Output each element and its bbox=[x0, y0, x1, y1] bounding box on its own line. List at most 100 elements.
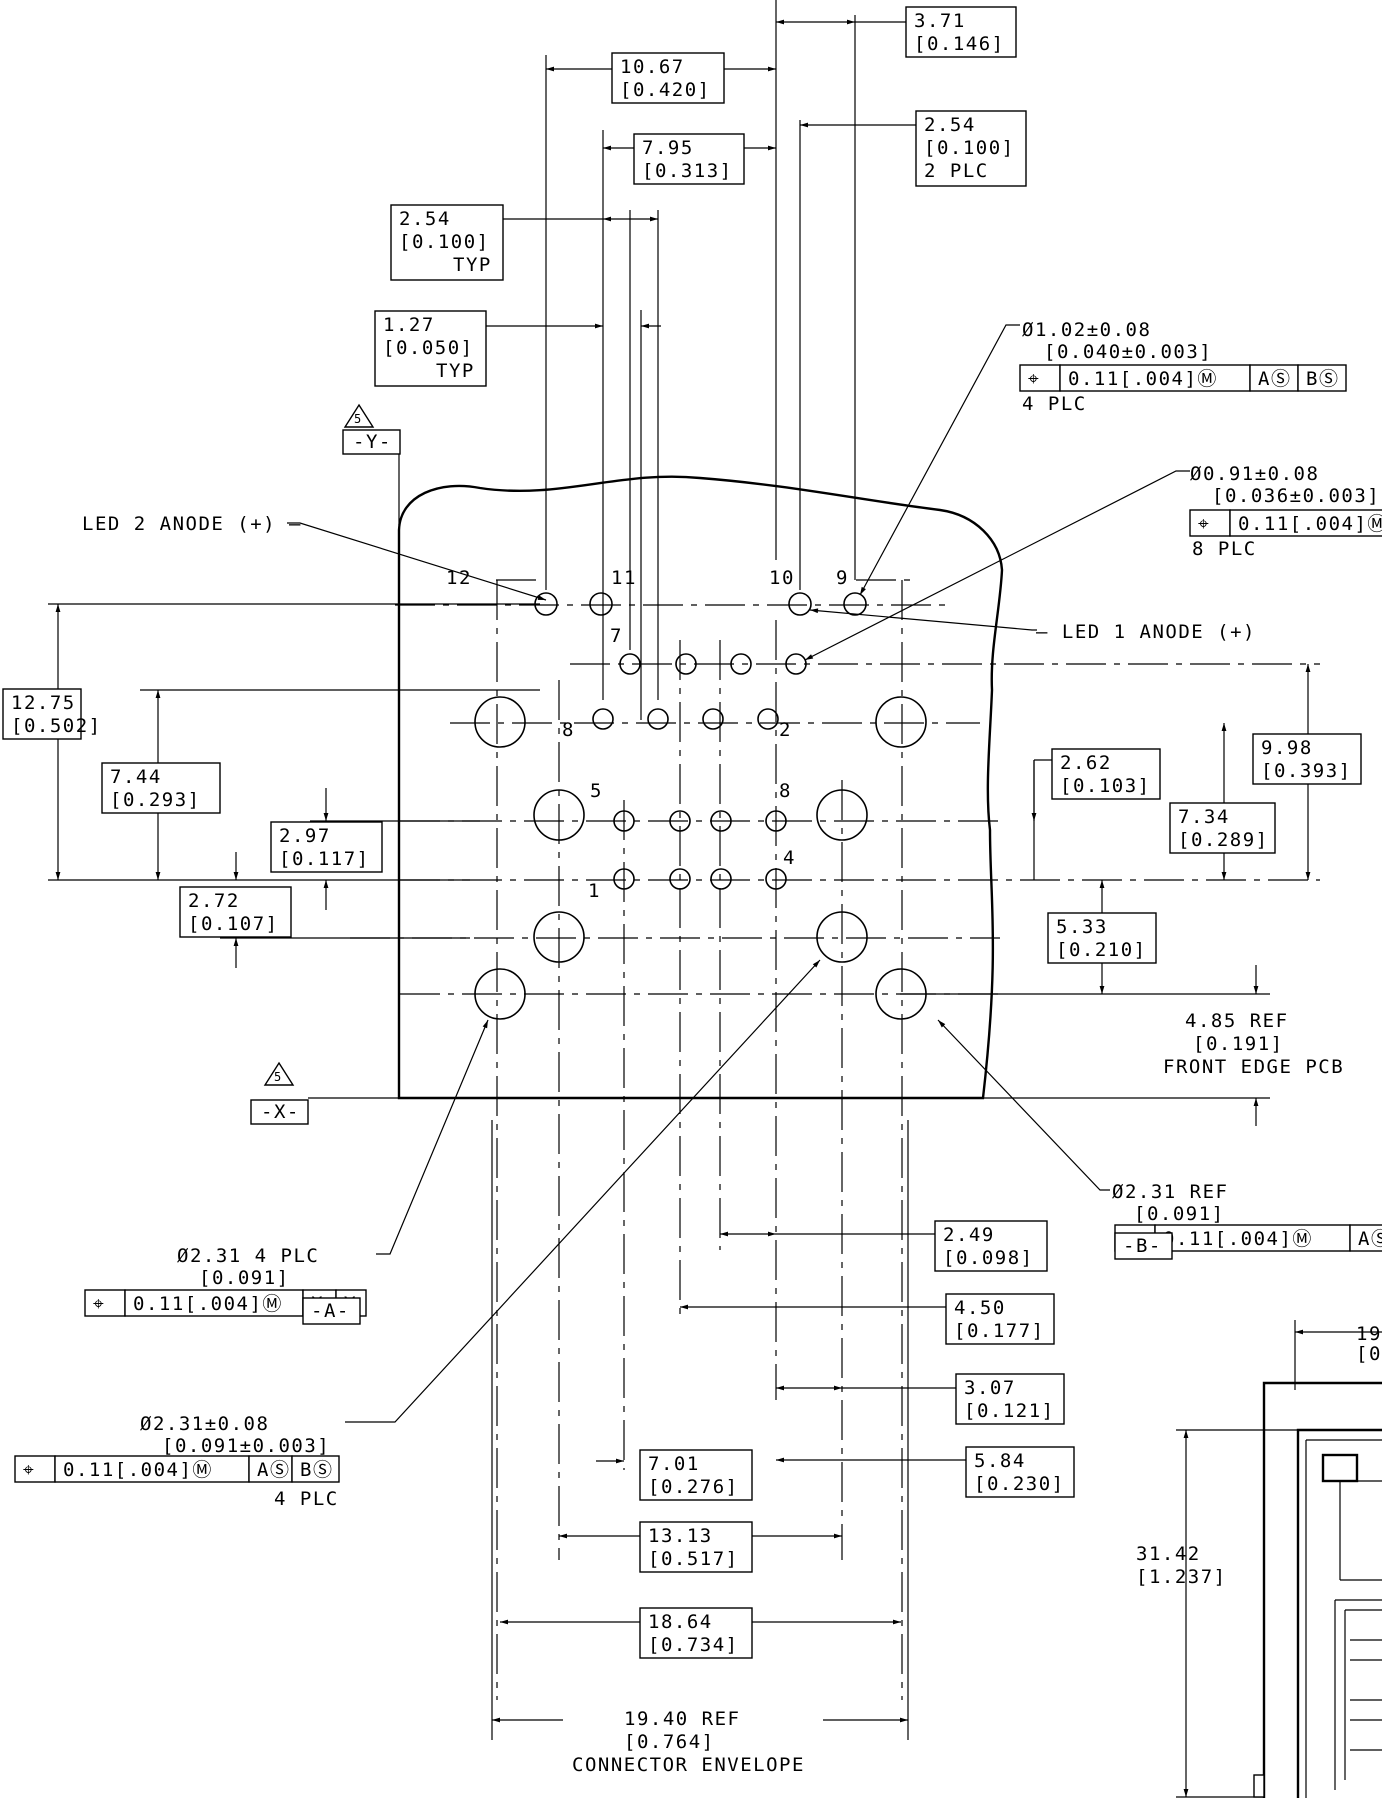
dimension-d254typ: 2.54[0.100]TYP bbox=[390, 204, 504, 281]
dimension-text: [0.117] bbox=[279, 848, 370, 870]
signal-holes bbox=[534, 592, 867, 890]
hole-small bbox=[785, 653, 807, 675]
dimension-text: [0.107] bbox=[188, 913, 279, 935]
dimension-d1275: 12.75[0.502] bbox=[2, 688, 102, 740]
dimension-text: FRONT EDGE PCB bbox=[1163, 1056, 1344, 1078]
led1-anode-label: — LED 1 ANODE (+) bbox=[1036, 621, 1256, 643]
dimension-text: 7.34 bbox=[1178, 806, 1230, 828]
dimension-d3142: 31.42[1.237] bbox=[1136, 1543, 1225, 1588]
dimension-text: 10.67 bbox=[620, 56, 685, 78]
dimension-d1067: 10.67[0.420] bbox=[611, 52, 725, 104]
pin-number: 10 bbox=[769, 567, 795, 589]
reference-r1940: 19.40 REF[0.764]CONNECTOR ENVELOPE bbox=[572, 1708, 803, 1776]
dimension-text: [0.098] bbox=[943, 1247, 1034, 1269]
hole-small bbox=[788, 592, 812, 616]
dimension-d249: 2.49[0.098] bbox=[934, 1220, 1048, 1272]
hole-large bbox=[816, 789, 868, 841]
dimension-d297: 2.97[0.117] bbox=[270, 821, 383, 873]
dimension-text: [0.050] bbox=[383, 337, 474, 359]
hole-large bbox=[875, 696, 927, 748]
fcf-cell: 0.11[.004]Ⓜ bbox=[1163, 1228, 1313, 1250]
dimension-d262: 2.62[0.103] bbox=[1051, 748, 1161, 800]
hole-small bbox=[702, 708, 724, 730]
dimension-text: [0.517] bbox=[648, 1548, 739, 1570]
datum-y-flag: 5 -Y- bbox=[342, 403, 401, 525]
svg-text:-X-: -X- bbox=[261, 1101, 300, 1123]
dimension-text: [0.289] bbox=[1178, 829, 1269, 851]
dimension-text: [0.091] bbox=[199, 1267, 290, 1289]
dimension-text: 2.54 bbox=[399, 208, 451, 230]
fcf-cell: ⌖ bbox=[93, 1293, 105, 1315]
hole-small bbox=[613, 810, 635, 832]
dimension-text: Ø2.31±0.08 bbox=[140, 1413, 269, 1435]
dimension-text: 4.85 REF bbox=[1185, 1010, 1289, 1032]
dimension-text: 2.54 bbox=[924, 114, 976, 136]
dimension-text: 31.42 bbox=[1136, 1543, 1201, 1565]
pin-number: 7 bbox=[610, 625, 623, 647]
dimension-text: [0.393] bbox=[1261, 760, 1352, 782]
hole-small bbox=[710, 868, 732, 890]
dimension-text: 1.27 bbox=[383, 314, 435, 336]
dimension-text: Ø1.02±0.08 bbox=[1022, 319, 1151, 341]
dimension-text: 5.33 bbox=[1056, 916, 1108, 938]
dimension-text: [0.040±0.003] bbox=[1044, 341, 1212, 363]
dimension-text: [0.091] bbox=[1134, 1203, 1225, 1225]
dimension-text: [0.121] bbox=[964, 1400, 1055, 1422]
hole-small bbox=[647, 708, 669, 730]
fcf-cell: BⓈ bbox=[300, 1459, 333, 1481]
dimension-text: [0.502] bbox=[11, 715, 102, 737]
pin-number: 11 bbox=[611, 567, 637, 589]
dimension-d533: 5.33[0.210] bbox=[1047, 912, 1157, 964]
hole-small bbox=[592, 708, 614, 730]
mounting-holes bbox=[474, 696, 927, 1020]
fcf-cell: 0.11[.004]Ⓜ bbox=[1238, 513, 1382, 535]
dimension-text: 13.13 bbox=[648, 1525, 713, 1547]
hole-small bbox=[765, 810, 787, 832]
dimension-text: [0.103] bbox=[1060, 775, 1151, 797]
dimension-text: [0.146] bbox=[914, 33, 1005, 55]
dimension-d450: 4.50[0.177] bbox=[945, 1293, 1055, 1345]
pin-number: 8 bbox=[779, 780, 792, 802]
callout-hole091: Ø0.91±0.08[0.036±0.003]⌖0.11[.004]Ⓜ8 PLC bbox=[1189, 463, 1382, 560]
leader-lines bbox=[287, 324, 1190, 1423]
pin-number: 12 bbox=[446, 567, 472, 589]
dimension-text: Ø0.91±0.08 bbox=[1190, 463, 1319, 485]
dimension-text: 3.71 bbox=[914, 10, 966, 32]
hole-large bbox=[533, 911, 585, 963]
dimension-text: [0.230] bbox=[974, 1473, 1065, 1495]
hole-large bbox=[816, 911, 868, 963]
dimension-d254b: 2.54[0.100]2 PLC bbox=[915, 110, 1027, 187]
side-view: 19 [0 bbox=[1176, 1320, 1382, 1798]
datum-x-flag: 5 -X- bbox=[250, 1061, 399, 1125]
fcf-cell: AⓈ bbox=[1258, 368, 1291, 390]
fcf-cell: ⌖ bbox=[1028, 368, 1040, 390]
hole-large bbox=[474, 696, 526, 748]
dimension-text: [0.734] bbox=[648, 1634, 739, 1656]
dimension-d1313: 13.13[0.517] bbox=[639, 1521, 753, 1573]
hole-small bbox=[613, 868, 635, 890]
left-dimension-lines bbox=[48, 603, 540, 968]
dimension-text: 2.72 bbox=[188, 890, 240, 912]
hole-small bbox=[765, 868, 787, 890]
dimension-text: 2 PLC bbox=[924, 160, 989, 182]
dimension-d701: 7.01[0.276] bbox=[639, 1449, 753, 1501]
pin-number: 1 bbox=[588, 880, 601, 902]
dimension-text: 12.75 bbox=[11, 692, 76, 714]
dimension-d998: 9.98[0.393] bbox=[1252, 733, 1362, 785]
top-dimension-lines bbox=[486, 0, 916, 720]
fcf-cell: AⓈ bbox=[257, 1459, 290, 1481]
hole-large bbox=[474, 968, 526, 1020]
pin-number: 5 bbox=[590, 780, 603, 802]
dimension-text: 7.95 bbox=[642, 137, 694, 159]
hole-small bbox=[730, 653, 752, 675]
pin-number: 4 bbox=[783, 847, 796, 869]
hole-small bbox=[669, 810, 691, 832]
dimension-text: [0.177] bbox=[954, 1320, 1045, 1342]
callout-hole231a: Ø2.31 4 PLC[0.091]⌖0.11[.004]ⓂXY-A- bbox=[84, 1245, 367, 1325]
dimension-d272: 2.72[0.107] bbox=[179, 886, 292, 938]
dimension-d307: 3.07[0.121] bbox=[955, 1373, 1065, 1425]
hole-small bbox=[589, 592, 613, 616]
dimension-d127typ: 1.27[0.050]TYP bbox=[374, 310, 487, 387]
